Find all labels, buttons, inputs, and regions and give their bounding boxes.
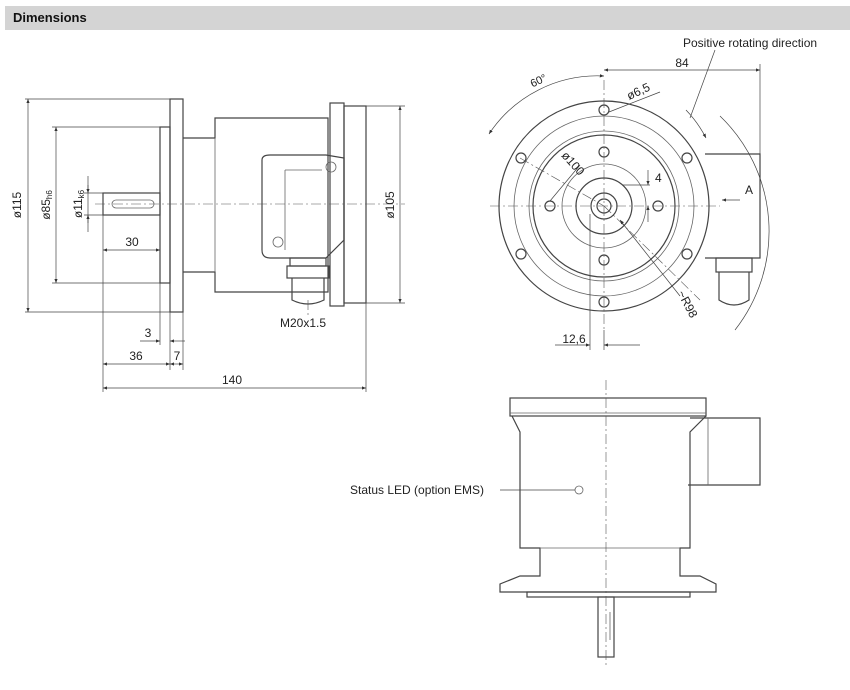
dim-spigot-diameter: ø85h6 [39, 190, 54, 220]
status-led [574, 485, 584, 495]
dim-key-width: 12,6 [562, 332, 586, 346]
dim-radius: ~R98 [675, 288, 701, 320]
connector-box [261, 154, 345, 259]
box-screw [325, 161, 337, 173]
section-title: Dimensions [13, 10, 87, 25]
side-view: ø115 ø85h6 ø11k6 30 3 36 7 140 ø105 M20x… [10, 98, 405, 392]
dim-shaft-diameter: ø11k6 [71, 189, 86, 218]
view-arrow-label: A [745, 183, 753, 197]
dim-key-offset: 4 [655, 171, 662, 185]
rotation-direction-label: Positive rotating direction [683, 36, 817, 50]
cable-gland-label: M20x1.5 [280, 316, 326, 330]
radius-arc [719, 115, 770, 331]
dim-flange-diameter: ø115 [10, 191, 24, 218]
dim-shaft-length: 30 [125, 235, 139, 249]
front-view: Positive rotating direction 60° 84 ø6,5 … [488, 36, 817, 350]
dim-hole-diameter: ø6,5 [624, 80, 652, 103]
side-cover [343, 105, 367, 304]
side-cover-plate [329, 102, 345, 307]
angle-arc [488, 74, 605, 135]
bottom-housing [499, 415, 717, 593]
dim-flange-thickness: 7 [174, 349, 181, 363]
box-screw [272, 236, 284, 248]
dim-angle: 60° [529, 72, 549, 90]
bottom-cover [509, 397, 707, 417]
dim-bolt-circle: ø100 [559, 148, 588, 178]
dim-spigot-depth: 3 [145, 326, 152, 340]
side-housing [183, 117, 329, 293]
rotation-arrow [685, 109, 707, 139]
side-flange [169, 98, 184, 313]
section-header: Dimensions [5, 6, 850, 30]
cable-gland [289, 257, 327, 267]
bottom-view: Status LED (option EMS) [350, 380, 761, 665]
dim-overall-length: 140 [222, 373, 242, 387]
dim-width-to-box: 84 [675, 56, 689, 70]
status-led-label: Status LED (option EMS) [350, 483, 484, 497]
dim-shaft-to-flange: 36 [129, 349, 143, 363]
dim-cover-diameter: ø105 [383, 191, 397, 219]
side-spigot [159, 126, 171, 284]
bottom-connector-box [688, 417, 761, 486]
